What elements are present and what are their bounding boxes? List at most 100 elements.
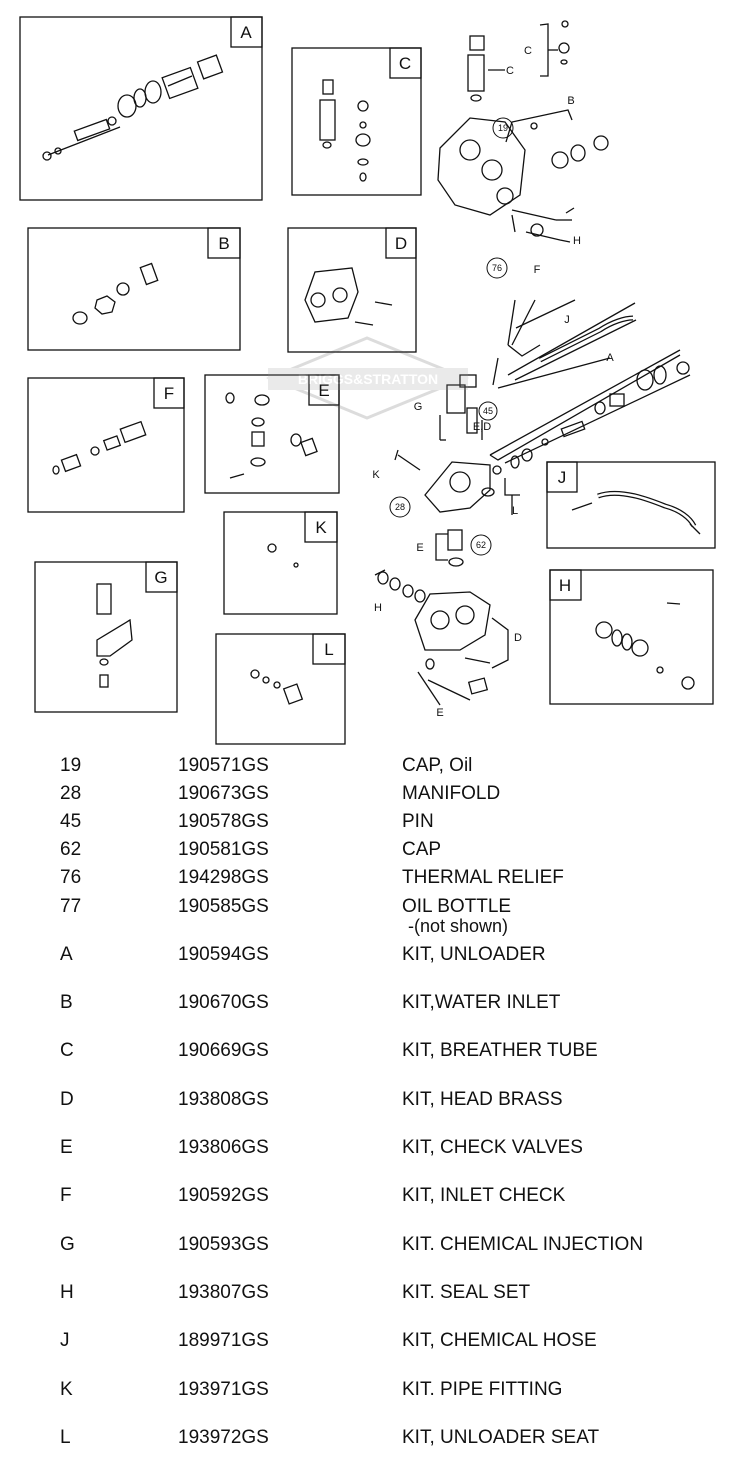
item-number: 28	[60, 783, 82, 804]
box-label-j: J	[558, 468, 567, 487]
description-note: -(not shown)	[408, 916, 509, 936]
part-description: KIT, HEAD BRASS	[402, 1090, 563, 1110]
item-number: F	[60, 1185, 72, 1206]
callout-c-kit: C	[524, 45, 532, 57]
description-text: KIT, BREATHER TUBE	[402, 1040, 598, 1061]
description-text: MANIFOLD	[402, 783, 501, 804]
part-description: CAP, Oil	[402, 756, 472, 776]
part-number: 190578GS	[178, 811, 269, 832]
item-number: L	[60, 1427, 71, 1448]
part-description: THERMAL RELIEF	[402, 868, 564, 888]
item-number: 77	[60, 896, 82, 917]
callout-e-mid: E	[416, 542, 423, 554]
description-text: PIN	[402, 811, 434, 832]
part-number: 190581GS	[178, 839, 269, 860]
part-number: 193971GS	[178, 1379, 269, 1400]
callout-ed: E,D	[473, 421, 491, 433]
description-text: KIT. CHEMICAL INJECTION	[402, 1234, 644, 1255]
part-description: KIT, CHEMICAL HOSE	[402, 1331, 597, 1351]
kit-box-h	[549, 569, 714, 705]
part-number: 190594GS	[178, 944, 269, 965]
part-description: KIT. PIPE FITTING	[402, 1380, 562, 1400]
description-text: KIT, INLET CHECK	[402, 1185, 566, 1206]
callout-76: 76	[492, 263, 502, 273]
kit-box-d	[287, 227, 417, 353]
kit-box-k	[223, 511, 338, 615]
callout-28: 28	[395, 502, 405, 512]
callout-b: B	[567, 95, 574, 107]
description-text: KIT, UNLOADER	[402, 944, 546, 965]
box-label-g: G	[154, 568, 167, 587]
callout-l: L	[512, 505, 518, 517]
part-number: 190585GS	[178, 896, 269, 917]
kit-box-e	[204, 374, 340, 494]
part-number: 194298GS	[178, 867, 269, 888]
part-description: KIT, UNLOADER	[402, 945, 546, 965]
item-number: D	[60, 1089, 74, 1110]
item-number: J	[60, 1330, 70, 1351]
box-label-k: K	[315, 518, 327, 537]
part-description: MANIFOLD	[402, 784, 500, 804]
pump-assembly	[437, 20, 609, 243]
description-text: KIT, HEAD BRASS	[402, 1089, 563, 1110]
exploded-parts-diagram: BRIGGS&STRATTON A C B D F E K G L J H C …	[19, 16, 716, 745]
item-number: 45	[60, 811, 82, 832]
box-label-l: L	[324, 640, 333, 659]
kit-box-g	[34, 561, 178, 713]
box-label-b: B	[218, 234, 229, 253]
item-number: G	[60, 1234, 75, 1255]
item-number: K	[60, 1379, 73, 1400]
item-number: E	[60, 1137, 73, 1158]
kit-box-a	[19, 16, 263, 201]
item-number: 62	[60, 839, 82, 860]
part-description: OIL BOTTLE-(not shown)	[402, 897, 511, 936]
part-number: 190593GS	[178, 1234, 269, 1255]
item-number: 76	[60, 867, 82, 888]
part-number: 193808GS	[178, 1089, 269, 1110]
part-description: KIT, BREATHER TUBE	[402, 1041, 598, 1061]
box-label-h: H	[559, 576, 571, 595]
description-text: KIT,WATER INLET	[402, 992, 561, 1013]
part-description: KIT, UNLOADER SEAT	[402, 1428, 599, 1448]
box-label-e: E	[318, 381, 329, 400]
part-number: 190670GS	[178, 992, 269, 1013]
part-number: 190673GS	[178, 783, 269, 804]
manifold-assembly	[374, 299, 691, 706]
item-number: 19	[60, 755, 82, 776]
part-description: KIT. CHEMICAL INJECTION	[402, 1235, 643, 1255]
description-text: KIT. SEAL SET	[402, 1282, 531, 1303]
kit-box-l	[215, 633, 346, 745]
part-number: 193807GS	[178, 1282, 269, 1303]
part-description: KIT, INLET CHECK	[402, 1186, 565, 1206]
description-text: THERMAL RELIEF	[402, 867, 564, 888]
part-description: KIT, CHECK VALVES	[402, 1138, 583, 1158]
description-text: CAP	[402, 839, 442, 860]
box-label-a: A	[240, 23, 252, 42]
item-number: B	[60, 992, 73, 1013]
description-text: KIT, CHECK VALVES	[402, 1137, 583, 1158]
kit-box-j	[546, 461, 716, 549]
item-number: H	[60, 1282, 74, 1303]
part-number: 190592GS	[178, 1185, 269, 1206]
callout-62: 62	[476, 540, 486, 550]
callout-e-low: E	[436, 707, 443, 719]
part-description: KIT,WATER INLET	[402, 993, 560, 1013]
part-description: KIT. SEAL SET	[402, 1283, 530, 1303]
item-number: A	[60, 944, 73, 965]
description-text: KIT, UNLOADER SEAT	[402, 1427, 600, 1448]
callout-f: F	[534, 264, 541, 276]
description-text: KIT, CHEMICAL HOSE	[402, 1330, 597, 1351]
kit-box-c	[291, 47, 422, 196]
part-description: CAP	[402, 840, 441, 860]
callout-c-top: C	[506, 65, 514, 77]
watermark-text: BRIGGS&STRATTON	[298, 371, 438, 387]
callout-j: J	[564, 314, 570, 326]
part-number: 190571GS	[178, 755, 269, 776]
part-description: PIN	[402, 812, 434, 832]
callout-h: H	[573, 235, 581, 247]
description-text: KIT. PIPE FITTING	[402, 1379, 563, 1400]
description-text: OIL BOTTLE	[402, 896, 512, 917]
part-number: 190669GS	[178, 1040, 269, 1061]
part-number: 193806GS	[178, 1137, 269, 1158]
watermark-logo: BRIGGS&STRATTON	[266, 336, 469, 420]
